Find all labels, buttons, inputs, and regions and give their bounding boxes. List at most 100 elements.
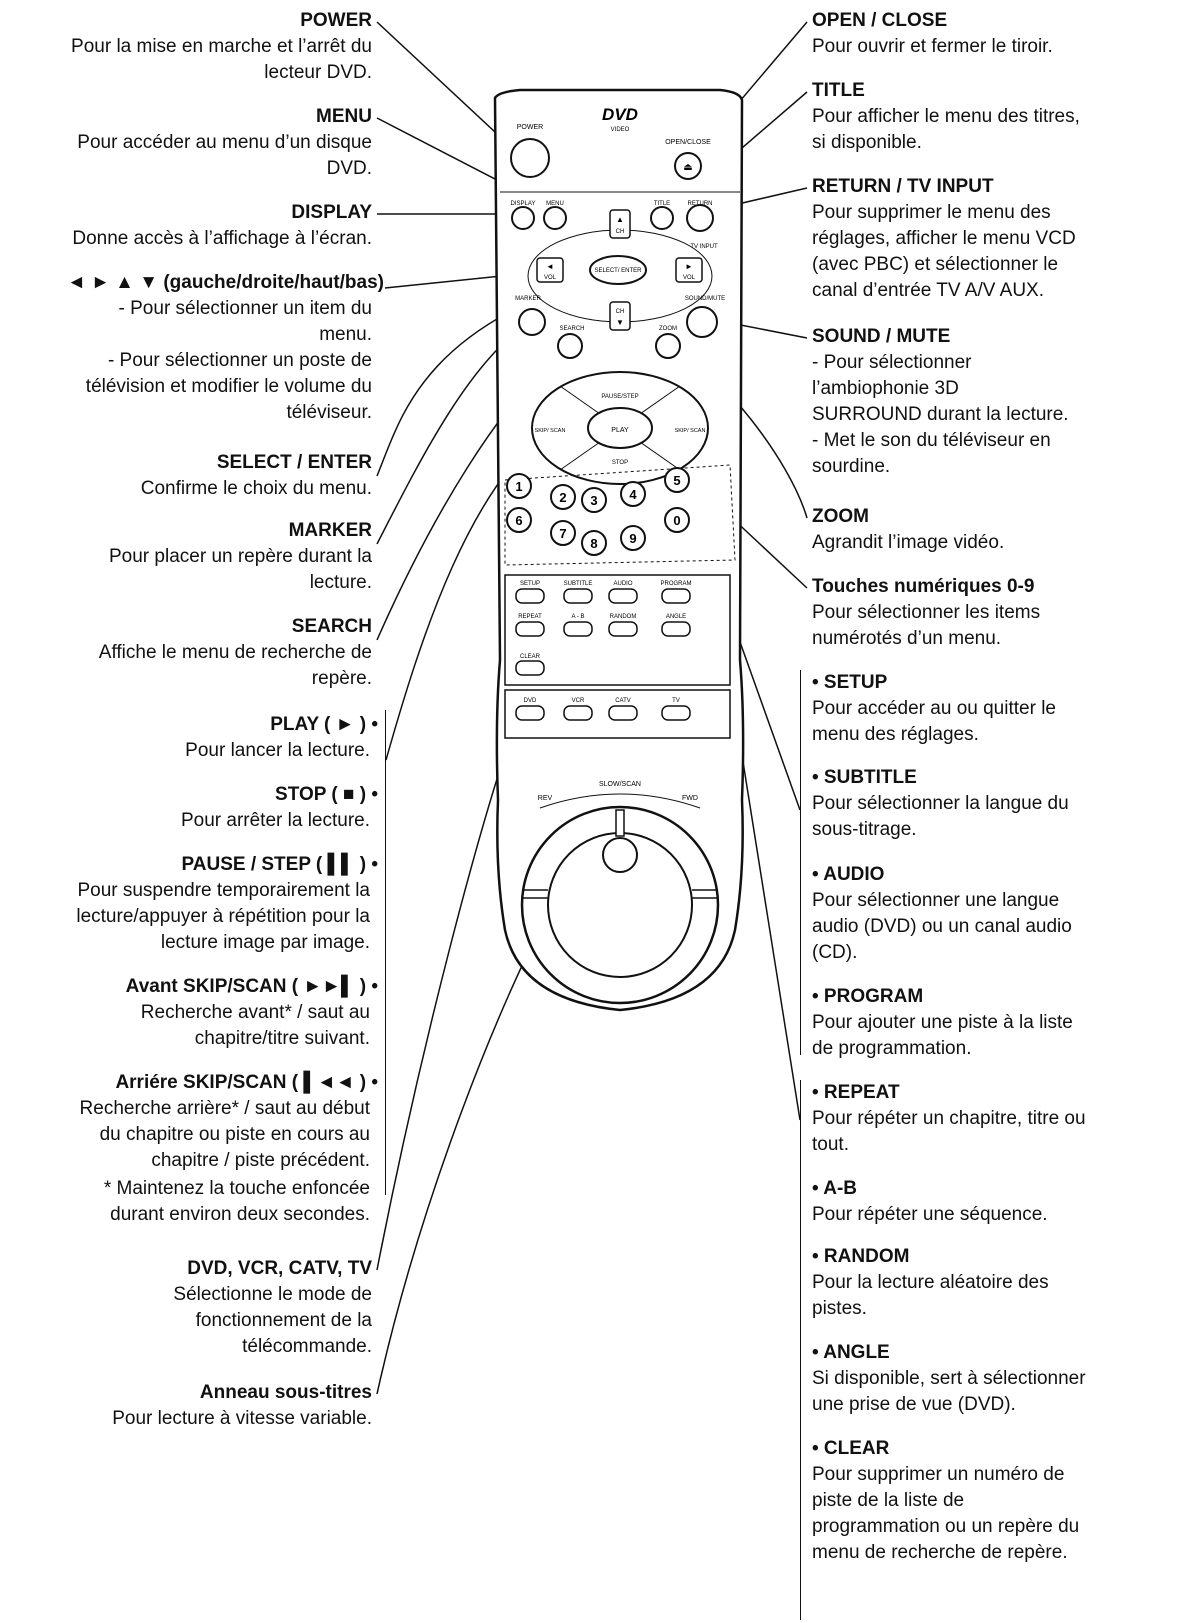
- label-title: • REPEAT: [812, 1082, 900, 1103]
- function-button[interactable]: [563, 588, 593, 604]
- label-desc: Pour ajouter une piste à la liste de pro…: [812, 1012, 1073, 1059]
- pause-step-label[interactable]: PAUSE/STEP: [601, 394, 638, 400]
- label-title: Avant SKIP/SCAN ( ►►▌ ) •: [125, 976, 378, 997]
- mode-label: DVD: [524, 698, 537, 704]
- display-button[interactable]: [511, 206, 535, 230]
- label-setup: • SETUP Pour accéder au ou quitter le me…: [812, 670, 1180, 748]
- digit-button[interactable]: [664, 507, 690, 533]
- label-title: Arriére SKIP/SCAN ( ▌◄◄ ) •: [115, 1072, 378, 1093]
- fwd-label: FWD: [682, 795, 698, 802]
- digit-button[interactable]: [506, 507, 532, 533]
- function-label: PROGRAM: [660, 581, 691, 587]
- label-desc: Sélectionne le mode de fonctionnement de…: [173, 1284, 372, 1357]
- menu-button[interactable]: [543, 206, 567, 230]
- function-label: REPEAT: [518, 614, 542, 620]
- label-desc: Pour afficher le menu des titres, si dis…: [812, 106, 1080, 153]
- function-button[interactable]: [608, 588, 638, 604]
- mode-button[interactable]: [563, 705, 593, 721]
- label-title: • SUBTITLE: [812, 767, 917, 788]
- stop-label[interactable]: STOP: [612, 460, 628, 466]
- function-label: SETUP: [520, 581, 540, 587]
- digit-label: 8: [590, 536, 597, 551]
- marker-button[interactable]: [518, 308, 546, 336]
- label-menu: MENU Pour accéder au menu d’un disque DV…: [0, 104, 372, 182]
- clear-button[interactable]: [515, 660, 545, 676]
- label-clear: • CLEAR Pour supprimer un numéro de pist…: [812, 1436, 1180, 1566]
- label-desc: Pour ouvrir et fermer le tiroir.: [812, 36, 1053, 57]
- label-desc: Pour lecture à vitesse variable.: [112, 1408, 372, 1429]
- mode-button[interactable]: [608, 705, 638, 721]
- play-label: PLAY: [611, 427, 629, 434]
- label-title: Touches numériques 0-9: [812, 576, 1035, 597]
- skip-rev-label[interactable]: SKIP/ SCAN: [535, 428, 566, 434]
- power-button[interactable]: [510, 138, 550, 178]
- function-label: ANGLE: [666, 614, 686, 620]
- digit-button[interactable]: [664, 467, 690, 493]
- vol-down-button[interactable]: [536, 257, 564, 283]
- digit-label: 3: [590, 493, 597, 508]
- label-play: PLAY ( ► ) • Pour lancer la lecture.: [0, 712, 378, 764]
- label-title: PLAY ( ► ) •: [270, 714, 378, 735]
- label-note: * Maintenez la touche enfoncée durant en…: [0, 1176, 378, 1228]
- label-marker: MARKER Pour placer un repère durant la l…: [0, 518, 372, 596]
- function-button[interactable]: [515, 621, 545, 637]
- play-button[interactable]: [587, 407, 653, 449]
- bracket-play-group: [385, 710, 386, 1195]
- function-button[interactable]: [661, 588, 691, 604]
- digit-button[interactable]: [581, 487, 607, 513]
- label-desc: Confirme le choix du menu.: [140, 478, 372, 499]
- digit-button[interactable]: [620, 525, 646, 551]
- label-title: SOUND / MUTE: [812, 326, 951, 347]
- label-desc: Pour lancer la lecture.: [185, 740, 370, 761]
- numeric-group-outline: [504, 464, 736, 566]
- digit-label: 2: [559, 490, 566, 505]
- digit-button[interactable]: [581, 530, 607, 556]
- function-button[interactable]: [515, 588, 545, 604]
- vol-label: VOL: [683, 275, 696, 281]
- title-label: TITLE: [654, 201, 670, 207]
- vol-label: VOL: [544, 275, 557, 281]
- slow-scan-label: SLOW/SCAN: [599, 781, 641, 788]
- skip-fwd-label[interactable]: SKIP/ SCAN: [675, 428, 706, 434]
- digit-button[interactable]: [550, 520, 576, 546]
- label-title: OPEN / CLOSE: [812, 10, 948, 31]
- title-button[interactable]: [650, 206, 674, 230]
- zoom-button[interactable]: [655, 333, 681, 359]
- function-button[interactable]: [608, 621, 638, 637]
- function-button[interactable]: [661, 621, 691, 637]
- label-desc: Agrandit l’image vidéo.: [812, 532, 1005, 553]
- sound-mute-button[interactable]: [686, 306, 718, 338]
- label-title: POWER: [300, 10, 372, 31]
- label-title: RETURN / TV INPUT: [812, 176, 994, 197]
- arrow-up-icon: ▲: [616, 215, 624, 224]
- return-button[interactable]: [686, 204, 714, 232]
- ch-down-button[interactable]: [609, 301, 631, 331]
- label-title: Anneau sous-titres: [199, 1382, 372, 1403]
- function-label: A - B: [571, 614, 584, 620]
- label-title: SEARCH: [291, 616, 372, 637]
- label-audio: • AUDIO Pour sélectionner une langue aud…: [812, 862, 1180, 966]
- mode-button[interactable]: [661, 705, 691, 721]
- mode-keys-outline: [504, 689, 731, 739]
- function-label: SUBTITLE: [564, 581, 593, 587]
- ch-label: CH: [616, 229, 625, 235]
- function-button[interactable]: [563, 621, 593, 637]
- ch-up-button[interactable]: [609, 209, 631, 239]
- open-close-button[interactable]: [674, 152, 702, 180]
- digit-button[interactable]: [620, 481, 646, 507]
- label-arrows: ◄ ► ▲ ▼ (gauche/droite/haut/bas) - Pour …: [0, 270, 384, 426]
- label-title: • AUDIO: [812, 864, 885, 885]
- search-button[interactable]: [557, 333, 583, 359]
- digit-button[interactable]: [506, 473, 532, 499]
- vol-up-button[interactable]: [675, 257, 703, 283]
- label-title: DISPLAY: [291, 202, 372, 223]
- label-subtitle: • SUBTITLE Pour sélectionner la langue d…: [812, 765, 1180, 843]
- label-desc: - Pour sélectionner l’ambiophonie 3D SUR…: [812, 352, 1069, 477]
- label-pause: PAUSE / STEP ( ▌▌ ) • Pour suspendre tem…: [0, 852, 378, 956]
- select-enter-button[interactable]: [589, 255, 647, 285]
- remote-body: [493, 88, 745, 1012]
- jog-knob: [602, 837, 638, 873]
- digit-button[interactable]: [550, 484, 576, 510]
- mode-button[interactable]: [515, 705, 545, 721]
